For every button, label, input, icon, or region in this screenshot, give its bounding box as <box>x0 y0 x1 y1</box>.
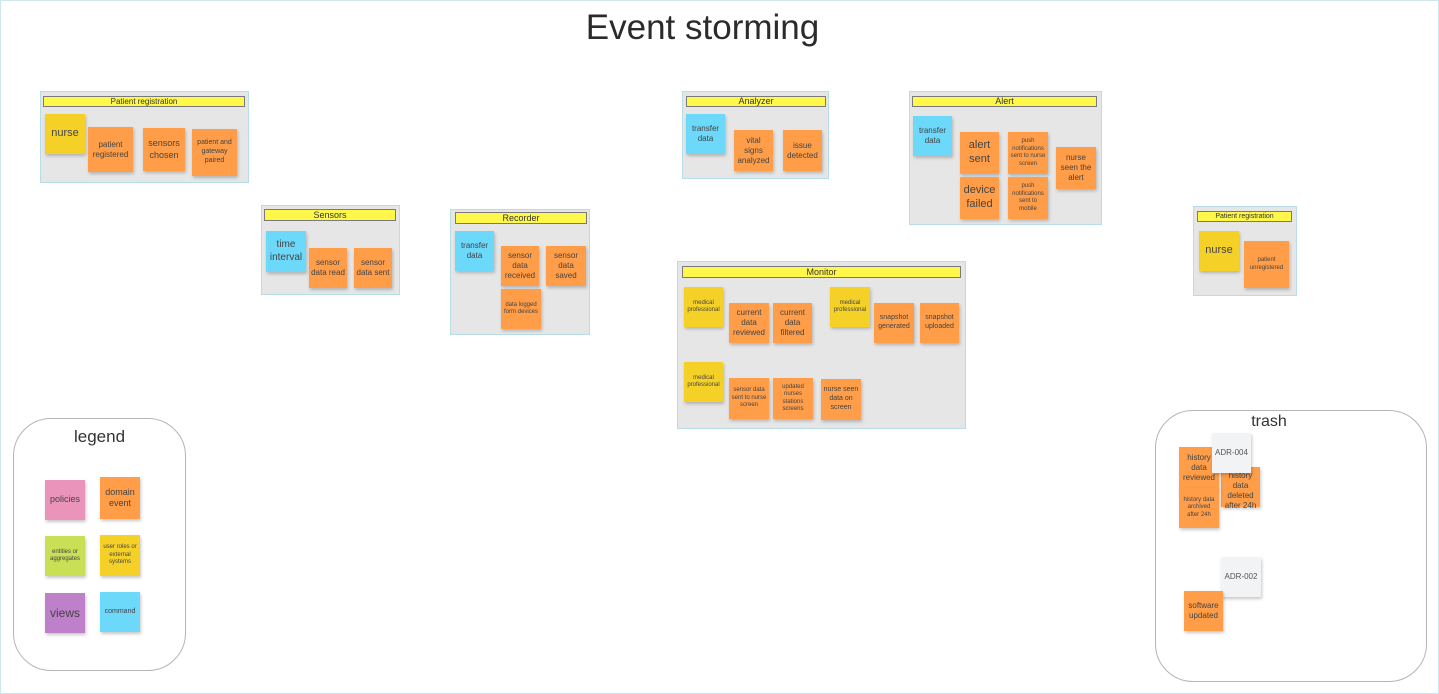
frame-header-alert: Alert <box>912 96 1097 107</box>
sticky-current-data-reviewed[interactable]: current data reviewed <box>729 303 769 343</box>
sticky-patient-registered[interactable]: patient registered <box>88 127 133 172</box>
legend-title: legend <box>73 427 126 446</box>
sticky-alert-sent[interactable]: alert sent <box>960 132 999 174</box>
sticky-medical-professional-1[interactable]: medical professional <box>684 287 723 327</box>
sticky-patient-unregistered[interactable]: patient unregistered <box>1244 241 1289 288</box>
frame-header-recorder: Recorder <box>455 212 587 224</box>
sticky-nurse[interactable]: nurse <box>45 114 85 154</box>
sticky-sensor-data-sent-nurse[interactable]: sensor data sent to nurse screen <box>729 378 769 419</box>
sticky-updated-nurses-screens[interactable]: updated nurses stations screens <box>773 378 813 419</box>
sticky-software-updated[interactable]: software updated <box>1184 591 1223 631</box>
frame-header-monitor: Monitor <box>682 266 961 278</box>
legend-user-roles: user roles or external systems <box>100 535 140 576</box>
trash-title: trash <box>1251 413 1287 430</box>
sticky-medical-professional-2[interactable]: medical professional <box>830 287 870 327</box>
legend-entities-aggregates: entities or aggregates <box>45 536 85 576</box>
sticky-transfer-data-analyzer[interactable]: transfer data <box>686 114 725 154</box>
sticky-history-data-deleted[interactable]: history data deleted after 24h <box>1221 467 1260 510</box>
sticky-sensor-data-read[interactable]: sensor data read <box>309 248 347 288</box>
frame-header-patient-registration: Patient registration <box>43 96 245 107</box>
sticky-nurse-2[interactable]: nurse <box>1199 231 1239 271</box>
sticky-vital-signs-analyzed[interactable]: vital signs analyzed <box>734 130 773 171</box>
sticky-nurse-seen-alert[interactable]: nurse seen the alert <box>1056 147 1096 189</box>
sticky-patient-gateway-paired[interactable]: patient and gateway paired <box>192 129 237 176</box>
sticky-nurse-seen-data[interactable]: nurse seen data on screen <box>821 379 861 420</box>
sticky-data-logged-devices[interactable]: data logged form devices <box>501 289 541 329</box>
sticky-device-failed[interactable]: device failed <box>960 177 999 219</box>
sticky-current-data-filtered[interactable]: current data filtered <box>773 303 812 343</box>
sticky-sensor-data-saved[interactable]: sensor data saved <box>546 246 586 286</box>
frame-header-patient-registration-2: Patient registration <box>1197 211 1292 222</box>
legend-domain-event: domain event <box>100 477 140 519</box>
board-title: Event storming <box>585 8 820 47</box>
sticky-history-data-archived[interactable]: history data archived after 24h <box>1179 488 1219 528</box>
legend-panel <box>13 418 186 671</box>
sticky-transfer-data-recorder[interactable]: transfer data <box>455 231 494 271</box>
sticky-snapshot-generated[interactable]: snapshot generated <box>874 303 914 343</box>
sticky-medical-professional-3[interactable]: medical professional <box>684 362 723 402</box>
frame-header-analyzer: Analyzer <box>686 96 826 107</box>
sticky-transfer-data-alert[interactable]: transfer data <box>913 116 952 156</box>
legend-views: views <box>45 593 85 633</box>
sticky-adr-004[interactable]: ADR-004 <box>1212 433 1251 473</box>
sticky-snapshot-uploaded[interactable]: snapshot uploaded <box>920 303 959 343</box>
sticky-push-mobile[interactable]: push notifications sent to mobile <box>1008 177 1048 219</box>
sticky-sensor-data-received[interactable]: sensor data received <box>501 246 539 286</box>
sticky-time-interval[interactable]: time interval <box>266 231 306 272</box>
sticky-sensor-data-sent[interactable]: sensor data sent <box>354 248 392 288</box>
sticky-sensors-chosen[interactable]: sensors chosen <box>143 128 185 171</box>
sticky-push-nurse-screen[interactable]: push notifications sent to nurse screen <box>1008 132 1048 174</box>
legend-command: command <box>100 592 140 632</box>
legend-policies: policies <box>45 480 85 520</box>
sticky-adr-002[interactable]: ADR-002 <box>1221 557 1261 597</box>
frame-header-sensors: Sensors <box>264 209 396 221</box>
sticky-issue-detected[interactable]: issue detected <box>783 130 822 171</box>
